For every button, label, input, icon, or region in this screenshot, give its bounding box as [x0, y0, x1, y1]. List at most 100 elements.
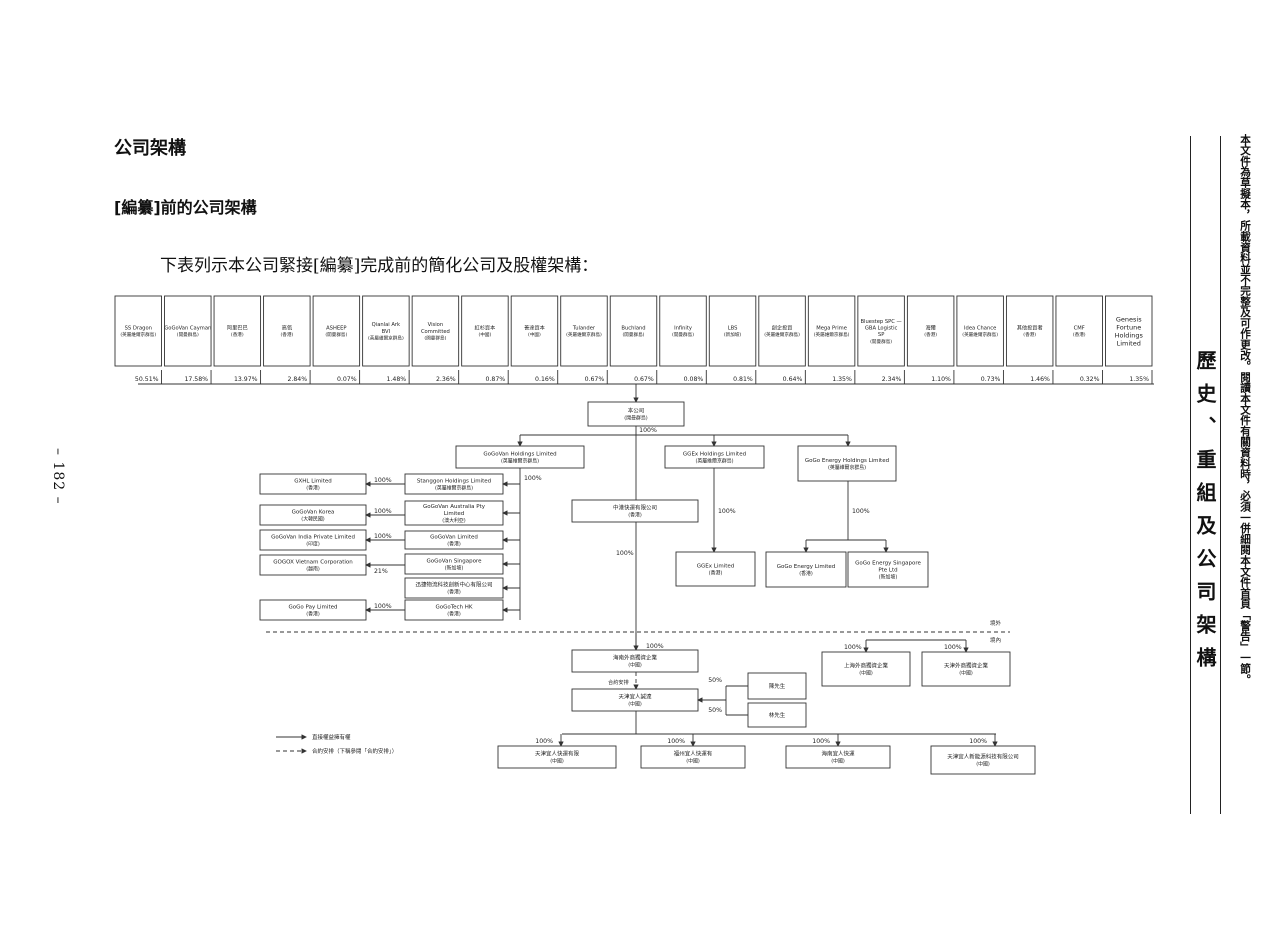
shareholder-15-jurisdiction: (英屬維爾京群島)	[814, 331, 850, 338]
shareholder-pct-14: 0.64%	[783, 376, 803, 383]
holdco-ggex-jurisdiction: (英屬維爾京群島)	[695, 458, 733, 465]
page-number: – 182 –	[50, 448, 66, 505]
energy-singapore-jurisdiction: (新加坡)	[879, 574, 898, 581]
shareholder-pct-21: 1.35%	[1129, 376, 1149, 383]
bottom-pct-4: 100%	[969, 738, 987, 745]
vie-holder-b-label: 林先生	[769, 711, 786, 719]
company-pct: 100%	[639, 427, 657, 434]
energy-limited-jurisdiction: (香港)	[799, 570, 813, 577]
wfoe-hainan-jurisdiction: (中國)	[628, 662, 642, 669]
shareholder-21-label: Holdings	[1115, 332, 1144, 340]
wfoe-shanghai-label: 上海外商獨資企業	[844, 662, 889, 670]
shareholder-pct-18: 0.73%	[981, 376, 1001, 383]
gogovan-holdings-pct: 100%	[524, 475, 542, 482]
shareholder-4-box	[263, 295, 311, 367]
shareholder-pct-11: 0.67%	[634, 376, 654, 383]
shareholder-pct-13: 0.81%	[733, 376, 753, 383]
shareholder-pct-4: 2.84%	[287, 376, 307, 383]
trust-jurisdiction: (香港)	[628, 512, 642, 519]
shareholder-pct-9: 0.16%	[535, 376, 555, 383]
shareholder-10-jurisdiction: (英屬維爾京群島)	[566, 331, 602, 338]
bottom-sub-4-box	[930, 745, 1036, 775]
shareholder-2-label: GoGoVan Cayman	[164, 326, 211, 332]
left-sub-6-jurisdiction: (香港)	[447, 611, 461, 618]
company-box	[587, 401, 685, 427]
legend-solid-label: 直接權益擁有權	[312, 733, 351, 741]
shareholder-11-label: Buchland	[621, 326, 645, 332]
shareholder-pct-1: 50.51%	[135, 376, 159, 383]
ggex-pct: 100%	[718, 508, 736, 515]
shareholder-pct-7: 2.36%	[436, 376, 456, 383]
shareholder-21-box	[1105, 295, 1153, 367]
bottom-sub-4-jurisdiction: (中國)	[976, 761, 990, 768]
shareholder-19-box	[1005, 295, 1054, 367]
left-sub-4-jurisdiction: (新加坡)	[445, 565, 464, 572]
energy-limited-box	[765, 551, 847, 588]
section-heading: 公司架構	[114, 138, 186, 159]
shareholder-14-jurisdiction: (英屬維爾京群島)	[764, 331, 800, 338]
bottom-sub-3-box	[785, 745, 891, 769]
left-sub-2-label: Limited	[444, 511, 465, 517]
shareholder-3-label: 阿里巴巴	[227, 324, 248, 332]
shareholder-11-jurisdiction: (開曼群島)	[623, 331, 645, 338]
bottom-sub-4-label: 天津宜人新能源科技有限公司	[947, 753, 1019, 761]
shareholder-10-box	[560, 295, 608, 367]
far-left-3-jurisdiction: (印度)	[306, 541, 320, 548]
far-left-1-jurisdiction: (香港)	[306, 485, 320, 492]
shareholder-3-jurisdiction: (香港)	[231, 331, 244, 338]
left-sub-1-label: Stanggon Holdings Limited	[417, 479, 491, 485]
holdco-energy-box	[797, 445, 897, 482]
shareholder-18-box	[956, 295, 1004, 367]
vie-tianjin-jurisdiction: (中國)	[628, 701, 642, 708]
vie-holder-a-label: 陳先生	[769, 682, 786, 690]
bottom-sub-2-label: 福州宜人快運有	[674, 750, 713, 758]
offshore-label: 境外	[990, 619, 1002, 627]
holdco-gogovan-label: GoGoVan Holdings Limited	[483, 452, 556, 458]
shareholder-9-label: 善達資本	[524, 324, 545, 332]
shareholder-pct-8: 0.87%	[486, 376, 506, 383]
shareholder-13-box	[708, 295, 757, 367]
shareholder-3-box	[213, 295, 262, 367]
shareholder-17-label: 海爾	[925, 324, 935, 332]
shareholder-pct-19: 1.46%	[1030, 376, 1050, 383]
far-left-pct-1: 100%	[374, 477, 392, 484]
wfoe-hainan-box	[571, 649, 699, 673]
legend-dashed-label: 合約安排（下稱參閱「合約安排」）	[312, 747, 397, 755]
shareholder-9-box	[510, 295, 559, 367]
shareholder-7-label: Vision	[428, 322, 443, 328]
shareholder-5-label: ASHEEP	[326, 326, 346, 332]
shareholder-pct-15: 1.35%	[832, 376, 852, 383]
trust-pct: 100%	[616, 550, 634, 557]
shareholder-1-box	[114, 295, 162, 367]
trust-label: 中港快運有限公司	[613, 504, 657, 512]
left-sub-2-jurisdiction: (澳大利亞)	[442, 517, 465, 524]
shareholder-6-label: BVI	[382, 329, 391, 335]
bottom-sub-1-label: 天津宜人快運有限	[535, 750, 580, 758]
shareholder-18-jurisdiction: (英屬維爾京群島)	[962, 331, 998, 338]
wfoe-shanghai-jurisdiction: (中國)	[859, 670, 873, 677]
shareholder-15-box	[807, 295, 856, 367]
far-left-5-label: GoGo Pay Limited	[289, 605, 338, 611]
shareholder-11-box	[609, 295, 658, 367]
shareholder-6-jurisdiction: (英屬維爾京群島)	[368, 335, 404, 342]
shareholder-2-box	[164, 295, 212, 367]
onshore-label: 境內	[990, 636, 1001, 644]
company-label: 本公司	[628, 407, 645, 415]
shareholder-1-label: SS Dragon	[125, 326, 152, 332]
shareholder-12-label: Infinity	[674, 326, 692, 332]
left-sub-3-jurisdiction: (香港)	[447, 541, 461, 548]
shareholder-2-jurisdiction: (開曼群島)	[177, 331, 199, 338]
side-section-title: 歷史、重組及公司架構	[1193, 350, 1217, 680]
shareholder-5-box	[312, 295, 361, 367]
left-sub-5-label: 迅捷物流科技創新中心有限公司	[415, 581, 492, 589]
bottom-pct-1: 100%	[535, 738, 553, 745]
wfoe-tianjin-box	[921, 651, 1011, 687]
far-left-2-label: GoGoVan Korea	[292, 510, 335, 516]
left-sub-3-label: GoGoVan Limited	[430, 535, 478, 541]
vie-holder-b-box	[747, 702, 807, 728]
shareholder-19-jurisdiction: (香港)	[1023, 331, 1036, 338]
holdco-energy-label: GoGo Energy Holdings Limited	[805, 458, 889, 464]
far-left-2-jurisdiction: (大韓民國)	[301, 516, 324, 523]
shareholder-12-box	[659, 295, 707, 367]
shareholder-7-label: Committed	[421, 329, 450, 335]
